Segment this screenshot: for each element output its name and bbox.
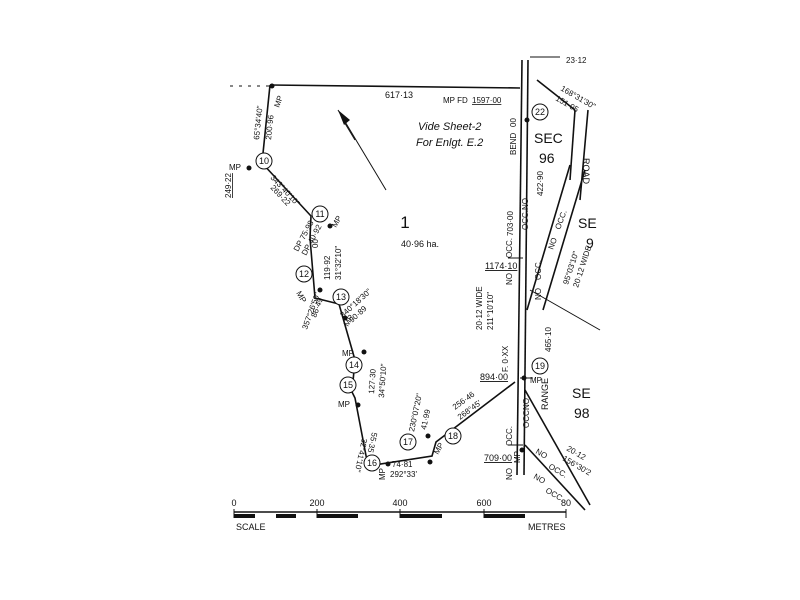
- distance-465: 465·10: [544, 327, 553, 352]
- distance-23: 23·12: [566, 56, 587, 65]
- scale-tick-600: 600: [476, 498, 491, 508]
- station-marks: 10 11 12 13 14 15 16 17 18 19 22: [255, 103, 549, 472]
- no-occ-label: NO: [546, 236, 559, 250]
- bearing-16-17: 292°33': [390, 470, 417, 479]
- no-occ-label: NO: [534, 447, 549, 461]
- mp-label: MP: [342, 349, 354, 358]
- bearing-14-15: 34°50'10": [377, 363, 388, 398]
- section-number-right: 9: [586, 235, 594, 251]
- dp-zero: 00: [311, 239, 320, 248]
- scale-bar: 0 200 400 600 80 SCALE METRES: [231, 498, 571, 532]
- mp-label: MP: [530, 376, 542, 385]
- station-mark-11: 11: [311, 205, 329, 223]
- bend-value: 00: [509, 118, 518, 127]
- station-mark-17: 17: [399, 433, 417, 451]
- scale-tick-800: 80: [561, 498, 571, 508]
- no-occ-label: NO: [505, 468, 514, 480]
- distance-17: 41·99: [419, 408, 432, 430]
- vide-note-2: For Enlgt. E.2: [416, 137, 483, 149]
- parcel-area: 40·96 ha.: [401, 239, 439, 249]
- bearing-211: 211°10'10": [486, 292, 495, 330]
- scale-tick-0: 0: [231, 498, 236, 508]
- station-mark-22: 22: [531, 103, 549, 121]
- section-label-right: SE: [578, 215, 597, 231]
- bend-label: BEND: [509, 133, 518, 155]
- section-number: 96: [539, 150, 555, 166]
- section-label-98: SE: [572, 385, 591, 401]
- svg-text:12: 12: [299, 269, 309, 279]
- no-occ-label: NO: [532, 472, 547, 486]
- scale-tick-200: 200: [309, 498, 324, 508]
- north-arrow-icon: [337, 109, 387, 191]
- station-mark-10: 10: [255, 152, 273, 170]
- section-label: SEC: [534, 130, 563, 146]
- station-mark-14: 14: [345, 356, 363, 374]
- no-occ-label: OCC.: [534, 260, 543, 280]
- mp-label: MP: [432, 441, 446, 456]
- svg-text:15: 15: [343, 380, 353, 390]
- mp-label: MP: [272, 94, 285, 108]
- scale-label: SCALE: [236, 522, 266, 532]
- mp-markers: [246, 83, 530, 467]
- svg-text:19: 19: [535, 361, 545, 371]
- svg-text:14: 14: [349, 360, 359, 370]
- vide-note-1: Vide Sheet-2: [418, 121, 481, 133]
- distance-top-left: 200·96: [264, 114, 276, 140]
- svg-text:22: 22: [535, 107, 545, 117]
- distance-16-17: 74·81: [392, 460, 413, 469]
- distance-11-12: 119·92: [323, 255, 332, 280]
- station-mark-15: 15: [339, 376, 357, 394]
- station-mark-12: 12: [295, 265, 313, 283]
- mp-label: MP: [338, 400, 350, 409]
- no-occ-label: OCC.: [505, 238, 514, 258]
- mp-fd-label: MP FD: [443, 96, 468, 105]
- no-occ-label: OCC.: [522, 408, 531, 428]
- station-mark-19: 19: [531, 357, 549, 375]
- distance-10: 249·22: [224, 173, 233, 198]
- mp-label: MP: [513, 451, 522, 463]
- mp-label: MP: [229, 163, 241, 172]
- distance-422: 422·90: [536, 171, 545, 196]
- no-occ-label: OCC.: [547, 462, 569, 480]
- svg-text:18: 18: [448, 431, 458, 441]
- svg-text:10: 10: [259, 156, 269, 166]
- top-distance: 617·13: [385, 90, 413, 100]
- f-label: F. 0·XX: [501, 345, 510, 372]
- no-occ-label: NO: [534, 288, 543, 300]
- distance-14-15: 127·30: [367, 368, 378, 394]
- distance-703: 703·00: [506, 211, 515, 236]
- svg-text:13: 13: [336, 292, 346, 302]
- range-label: RANGE: [540, 378, 550, 410]
- distance-15-16: 55·35: [366, 432, 379, 454]
- no-occ-label: NO: [505, 273, 514, 285]
- distance-709: 709·00: [484, 453, 512, 463]
- parcel-number: 1: [400, 213, 409, 232]
- no-occ-label: OCC.: [521, 210, 530, 230]
- road-label: ROAD: [581, 158, 591, 185]
- svg-text:17: 17: [403, 437, 413, 447]
- no-occ-label: NO: [522, 398, 531, 410]
- distance-894: 894·00: [480, 372, 508, 382]
- station-mark-18: 18: [444, 427, 462, 445]
- no-occ-label: OCC.: [505, 426, 514, 446]
- section-number-98: 98: [574, 405, 590, 421]
- bearing-11-12: 31°32'10": [334, 246, 343, 280]
- scale-tick-400: 400: [392, 498, 407, 508]
- station-mark-16: 16: [363, 454, 381, 472]
- width-1: 20·12 WIDE: [475, 286, 484, 330]
- svg-text:16: 16: [367, 458, 377, 468]
- mp-label: MP: [378, 468, 387, 480]
- distance-1174: 1174·10: [485, 261, 517, 271]
- scale-unit: METRES: [528, 522, 566, 532]
- bearing-top-left: 65°34'40": [252, 105, 265, 140]
- no-occ-label: NO: [521, 198, 530, 210]
- mp-fd-value: 1597·00: [472, 96, 502, 105]
- station-mark-13: 13: [332, 288, 350, 306]
- mp-label: MP: [294, 290, 308, 305]
- mp-label: MP: [330, 214, 344, 229]
- svg-text:11: 11: [315, 209, 324, 219]
